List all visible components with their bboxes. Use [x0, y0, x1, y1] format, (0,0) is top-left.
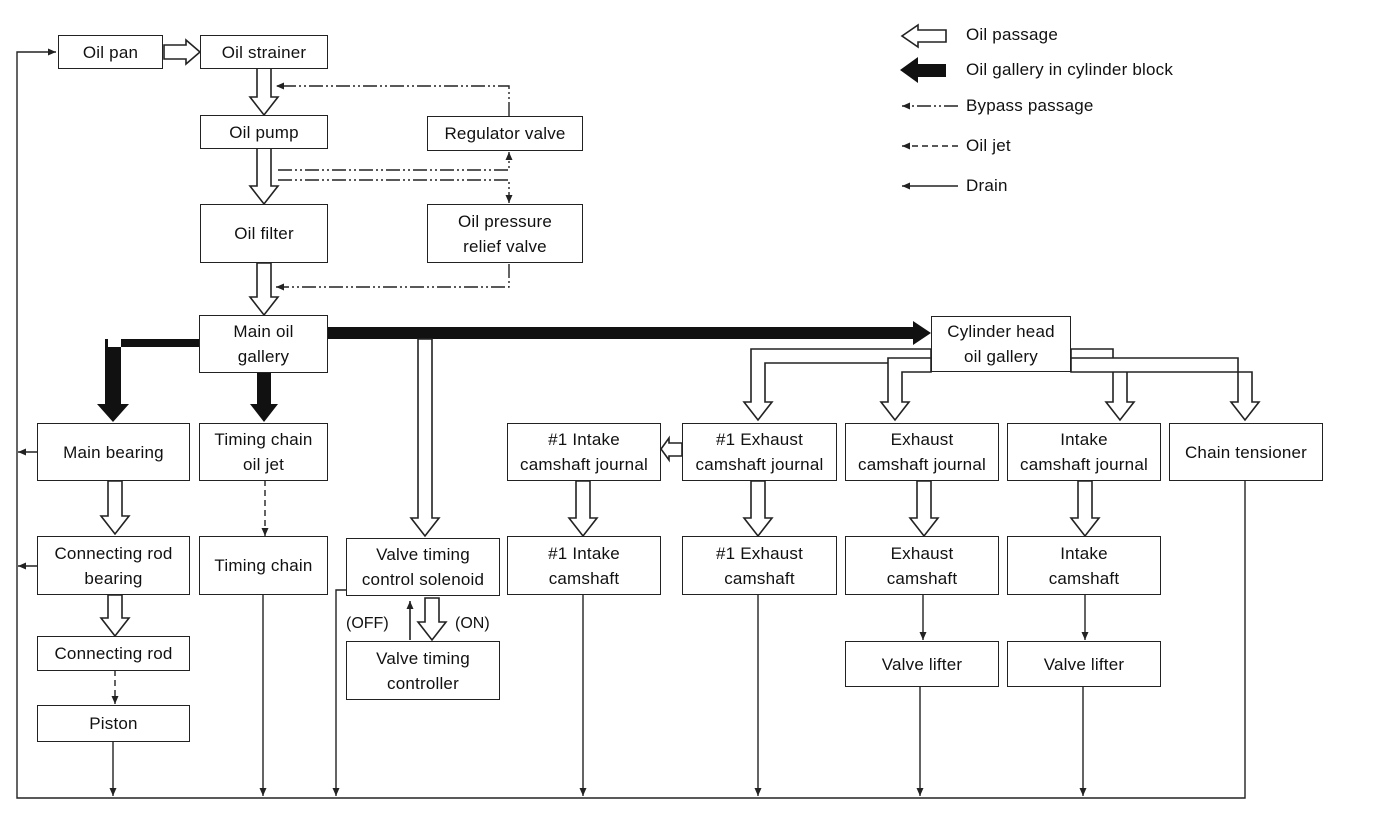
- legend-oil-passage-label: Oil passage: [966, 25, 1058, 44]
- bypass-pump-to-relief: [278, 179, 513, 203]
- legend-bypass-label: Bypass passage: [966, 96, 1094, 115]
- passage-intake-journal-to-camshaft: [1069, 480, 1101, 538]
- cylinder-head-oil-gallery-box: Cylinder head oil gallery: [931, 316, 1071, 372]
- passage-exhaust1-journal-to-camshaft: [742, 480, 774, 538]
- oil-filter-box: Oil filter: [200, 204, 328, 263]
- passage-head-gallery-to-chain-tensioner: [1070, 357, 1261, 422]
- vt-controller-box: Valve timing controller: [346, 641, 500, 700]
- bypass-lines: [276, 82, 513, 291]
- legend-symbols: [900, 23, 958, 190]
- exhaust1-camshaft-journal-box: #1 Exhaust camshaft journal: [682, 423, 837, 481]
- legend-oil-passage-symbol: [900, 23, 947, 49]
- passage-pan-to-strainer: [163, 38, 202, 66]
- legend-oil-jet-label: Oil jet: [966, 136, 1011, 155]
- passage-head-gallery-to-exhaust-journal: [879, 357, 932, 422]
- passage-gallery-to-vtc-solenoid: [409, 338, 441, 538]
- legend-drain-label: Drain: [966, 176, 1008, 195]
- bypass-relief-to-gallery: [276, 264, 510, 291]
- piston-box: Piston: [37, 705, 190, 742]
- valve-lifter-intake-box: Valve lifter: [1007, 641, 1161, 687]
- exhaust-camshaft-box: Exhaust camshaft: [845, 536, 999, 595]
- legend-oil-gallery-symbol: [900, 57, 946, 83]
- passage-exhaust-journal-to-camshaft: [908, 480, 940, 538]
- passage-exhaust1-journal-to-intake1-journal: [660, 435, 683, 463]
- passage-pump-to-filter: [248, 147, 280, 206]
- passage-head-gallery-to-exhaust1-journal: [742, 348, 932, 422]
- timing-chain-box: Timing chain: [199, 536, 328, 595]
- exhaust1-camshaft-box: #1 Exhaust camshaft: [682, 536, 837, 595]
- passage-strainer-to-pump: [248, 66, 280, 117]
- connecting-rod-bearing-box: Connecting rod bearing: [37, 536, 190, 595]
- oil-jet-lines: [111, 480, 269, 704]
- intake-camshaft-box: Intake camshaft: [1007, 536, 1161, 595]
- oil-passages: [99, 38, 1261, 642]
- gallery-main-to-main-bearing: [97, 339, 199, 422]
- timing-chain-oil-jet-box: Timing chain oil jet: [199, 423, 328, 481]
- legend-oil-gallery-label: Oil gallery in cylinder block: [966, 60, 1174, 79]
- bypass-regulator-to-strainer: [276, 82, 510, 116]
- drain-return-to-oil-pan: [16, 48, 1246, 799]
- gallery-main-to-cylinder-head: [328, 321, 931, 345]
- passage-conrod-bearing-to-conrod: [99, 594, 131, 638]
- passage-solenoid-to-controller-on: [416, 597, 448, 642]
- drain-lines: [16, 48, 1246, 799]
- oil-pan-box: Oil pan: [58, 35, 163, 69]
- exhaust-camshaft-journal-box: Exhaust camshaft journal: [845, 423, 999, 481]
- intake-camshaft-journal-box: Intake camshaft journal: [1007, 423, 1161, 481]
- oil-strainer-box: Oil strainer: [200, 35, 328, 69]
- oil-pressure-relief-valve-box: Oil pressure relief valve: [427, 204, 583, 263]
- intake1-camshaft-journal-box: #1 Intake camshaft journal: [507, 423, 661, 481]
- main-bearing-box: Main bearing: [37, 423, 190, 481]
- bypass-pump-to-regulator: [278, 152, 513, 171]
- cylinder-block-galleries: [97, 321, 931, 422]
- regulator-valve-box: Regulator valve: [427, 116, 583, 151]
- vtc-solenoid-box: Valve timing control solenoid: [346, 538, 500, 596]
- valve-lifter-exhaust-box: Valve lifter: [845, 641, 999, 687]
- intake1-camshaft-box: #1 Intake camshaft: [507, 536, 661, 595]
- passage-filter-to-main-gallery: [248, 262, 280, 317]
- gallery-main-to-timing-jet: [250, 372, 278, 422]
- drain-vtc-solenoid: [332, 589, 347, 796]
- on-label: (ON): [455, 615, 490, 632]
- main-oil-gallery-box: Main oil gallery: [199, 315, 328, 373]
- off-label: (OFF): [346, 615, 389, 632]
- passage-intake1-journal-to-camshaft: [567, 480, 599, 538]
- oil-pump-box: Oil pump: [200, 115, 328, 149]
- passage-main-bearing-to-conrod-bearing: [99, 480, 131, 536]
- chain-tensioner-box: Chain tensioner: [1169, 423, 1323, 481]
- connecting-rod-box: Connecting rod: [37, 636, 190, 671]
